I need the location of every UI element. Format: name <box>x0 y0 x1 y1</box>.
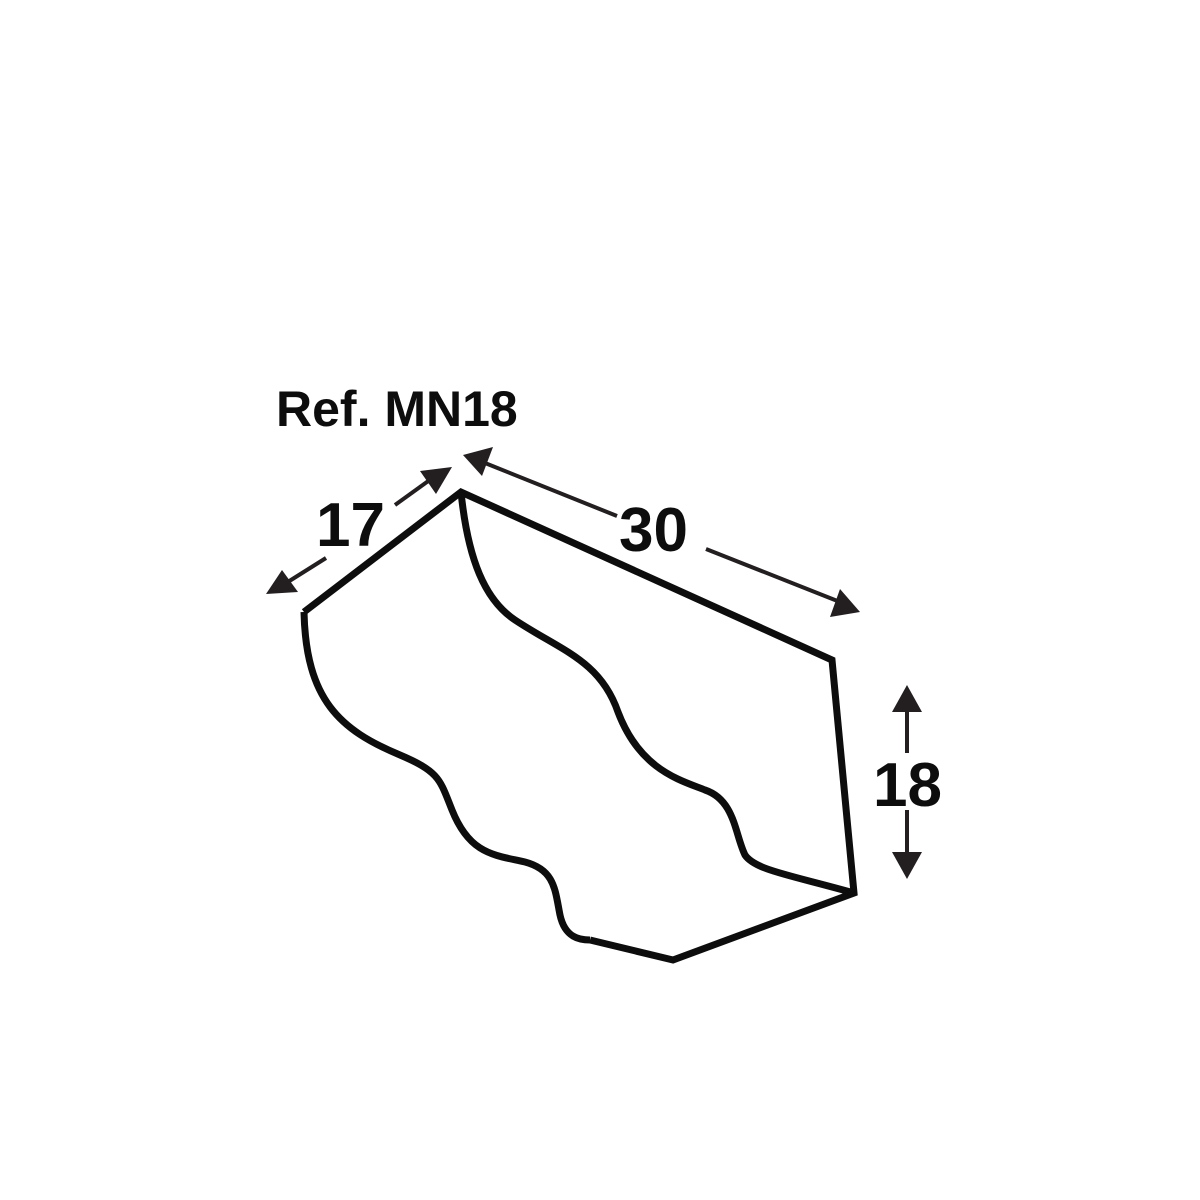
arrow-line-17-bottom <box>281 556 328 587</box>
profile-outline <box>300 487 858 964</box>
arrowhead-18-top-icon <box>892 685 922 712</box>
profile-lower-curve <box>300 611 591 944</box>
dimension-label-17: 17 <box>316 491 385 560</box>
arrowhead-30-right-icon <box>830 589 860 617</box>
profile-edges <box>301 487 858 964</box>
dimension-30 <box>484 461 841 604</box>
arrowhead-30-left-icon <box>463 447 493 476</box>
dimension-label-30: 30 <box>619 496 688 565</box>
arrow-line-30-left <box>484 461 618 518</box>
reference-title: Ref. MN18 <box>276 381 518 437</box>
dimension-label-18: 18 <box>873 751 942 820</box>
arrowhead-17-top-icon <box>420 467 452 494</box>
arrow-line-30-right <box>705 547 841 604</box>
arrowhead-18-bottom-icon <box>892 852 922 879</box>
arrowhead-17-bottom-icon <box>266 570 298 594</box>
profile-inner-curve <box>457 491 855 897</box>
